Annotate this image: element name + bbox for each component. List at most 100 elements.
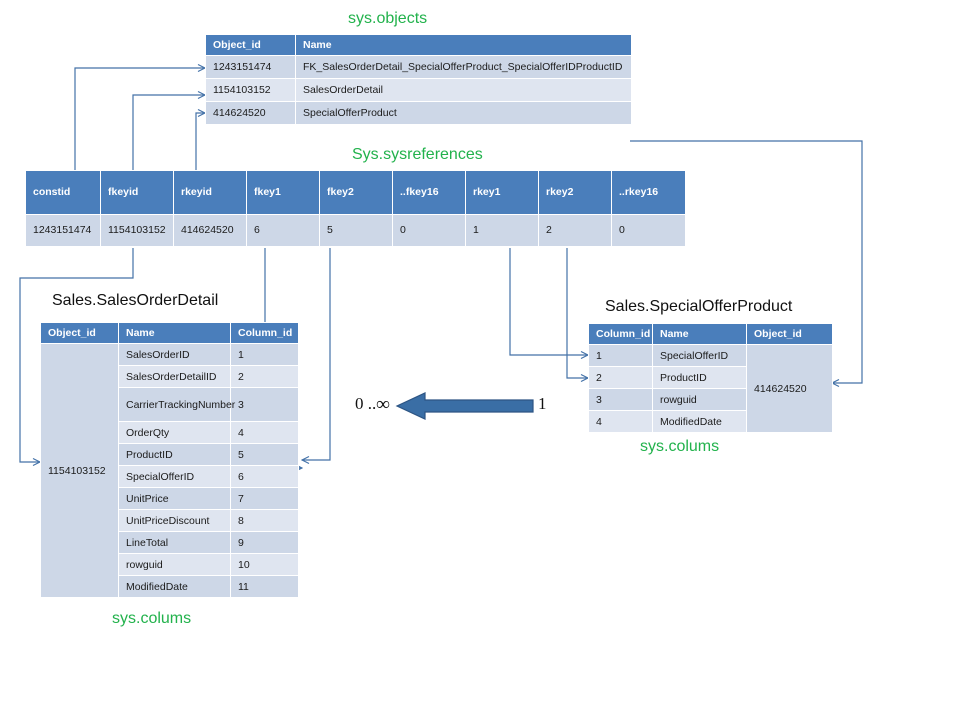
table-special-offer-product: Column_id Name Object_id 1 SpecialOfferI… [588,322,833,434]
table-header-row: Column_id Name Object_id [588,322,833,346]
cardinality-many-prefix: 0 .. [355,394,377,413]
table-row: SalesOrderDetailID 2 [41,365,299,389]
cell-object-id: 1154103152 [205,78,296,103]
table-row: 414624520 SpecialOfferProduct [205,101,632,126]
table-sales-order-detail: Object_id Name Column_id 1154103152 Sale… [40,321,299,599]
cell-name: SalesOrderID [118,343,231,367]
cell-rkey16: 0 [611,214,686,247]
caption-sysreferences: Sys.sysreferences [352,146,483,163]
cell-rkey2: 2 [538,214,612,247]
col-header-fkeyid: fkeyid [100,170,174,215]
col-header-object-id: Object_id [746,322,833,346]
cell-rkeyid: 414624520 [173,214,247,247]
col-header-rkeyid: rkeyid [173,170,247,215]
cell-column-id: 2 [230,365,299,389]
cell-name: ProductID [652,366,747,390]
cell-name: SpecialOfferID [118,465,231,489]
cell-name: SalesOrderDetail [295,78,632,103]
wire-fkey2-to-sod-row5 [302,248,331,460]
cell-rkey1: 1 [465,214,539,247]
title-sales-order-detail: Sales.SalesOrderDetail [52,292,219,309]
cardinality-many: 0 ..∞ [355,394,390,416]
cell-column-id: 5 [230,443,299,467]
cell-column-id: 8 [230,509,299,533]
cell-name: SalesOrderDetailID [118,365,231,389]
cell-column-id: 7 [230,487,299,511]
caption-sys-colums-right: sys.colums [640,438,720,455]
col-header-rkey16: ..rkey16 [611,170,686,215]
cell-column-id: 4 [230,421,299,445]
caption-sys-objects: sys.objects [348,10,428,27]
cell-name: SpecialOfferProduct [295,101,632,126]
cell-column-id: 2 [588,366,653,390]
col-header-name: Name [295,33,632,57]
cell-fkeyid: 1154103152 [100,214,174,247]
col-header-name: Name [118,321,231,345]
cell-name: ProductID [118,443,231,467]
caption-sys-colums-left: sys.colums [112,610,192,627]
cell-fkey2: 5 [319,214,393,247]
cell-name: ModifiedDate [652,410,747,434]
cell-column-id: 3 [230,387,299,423]
table-row: ProductID 5 [41,443,299,467]
col-header-fkey2: fkey2 [319,170,393,215]
col-header-name: Name [652,322,747,346]
cell-name: OrderQty [118,421,231,445]
wire-rkeyid-to-objects-row3 [195,113,205,170]
table-row: LineTotal 9 [41,531,299,555]
cell-column-id: 4 [588,410,653,434]
cell-column-id: 3 [588,388,653,412]
col-header-fkey16: ..fkey16 [392,170,466,215]
table-row: CarrierTrackingNumber 3 [41,387,299,423]
title-special-offer-product: Sales.SpecialOfferProduct [605,298,793,315]
wire-constid-to-objects-row1 [74,68,205,170]
cell-object-id: 414624520 [205,101,296,126]
cell-column-id: 10 [230,553,299,577]
infinity-icon: ∞ [376,394,390,415]
table-header-row: Object_id Name [205,33,632,57]
table-row: 1243151474 FK_SalesOrderDetail_SpecialOf… [205,55,632,80]
relationship-block-arrow [395,392,534,420]
cell-name: rowguid [652,388,747,412]
cell-object-id-merged: 414624520 [746,344,833,434]
col-header-column-id: Column_id [588,322,653,346]
cell-name: SpecialOfferID [652,344,747,368]
wire-rkey1-to-sop-row1 [509,248,588,355]
cardinality-one: 1 [538,394,547,413]
table-row: SpecialOfferID 6 [41,465,299,489]
cell-column-id: 1 [588,344,653,368]
cell-fkey16: 0 [392,214,466,247]
cell-object-id: 1243151474 [205,55,296,80]
col-header-constid: constid [25,170,101,215]
cell-name: UnitPrice [118,487,231,511]
table-row: 1154103152 SalesOrderDetail [205,78,632,103]
table-row: 4 ModifiedDate [588,410,833,434]
col-header-object-id: Object_id [40,321,119,345]
wire-objects-row3-to-sop-objectid [630,140,863,383]
cell-column-id: 11 [230,575,299,599]
table-row: ModifiedDate 11 [41,575,299,599]
wire-fkeyid-to-objects-row2 [132,95,205,170]
cell-name: ModifiedDate [118,575,231,599]
col-header-rkey1: rkey1 [465,170,539,215]
cell-constid: 1243151474 [25,214,101,247]
table-sysreferences: constid fkeyid rkeyid fkey1 fkey2 ..fkey… [25,170,686,247]
table-sys-objects: Object_id Name 1243151474 FK_SalesOrderD… [205,33,632,126]
table-row: UnitPrice 7 [41,487,299,511]
col-header-column-id: Column_id [230,321,299,345]
col-header-object-id: Object_id [205,33,296,57]
col-header-rkey2: rkey2 [538,170,612,215]
cell-object-id-merged: 1154103152 [40,343,119,599]
cell-name: FK_SalesOrderDetail_SpecialOfferProduct_… [295,55,632,80]
table-row: 1243151474 1154103152 414624520 6 5 0 1 … [25,214,686,247]
cell-name: LineTotal [118,531,231,555]
cell-name: CarrierTrackingNumber [118,387,235,423]
wire-fkeyid-to-sod-objectid [19,248,134,462]
wire-rkey2-to-sop-row2 [566,248,588,378]
cell-column-id: 6 [230,465,299,489]
cell-column-id: 1 [230,343,299,367]
table-header-row: constid fkeyid rkeyid fkey1 fkey2 ..fkey… [25,170,686,215]
col-header-fkey1: fkey1 [246,170,320,215]
table-header-row: Object_id Name Column_id [40,321,299,345]
